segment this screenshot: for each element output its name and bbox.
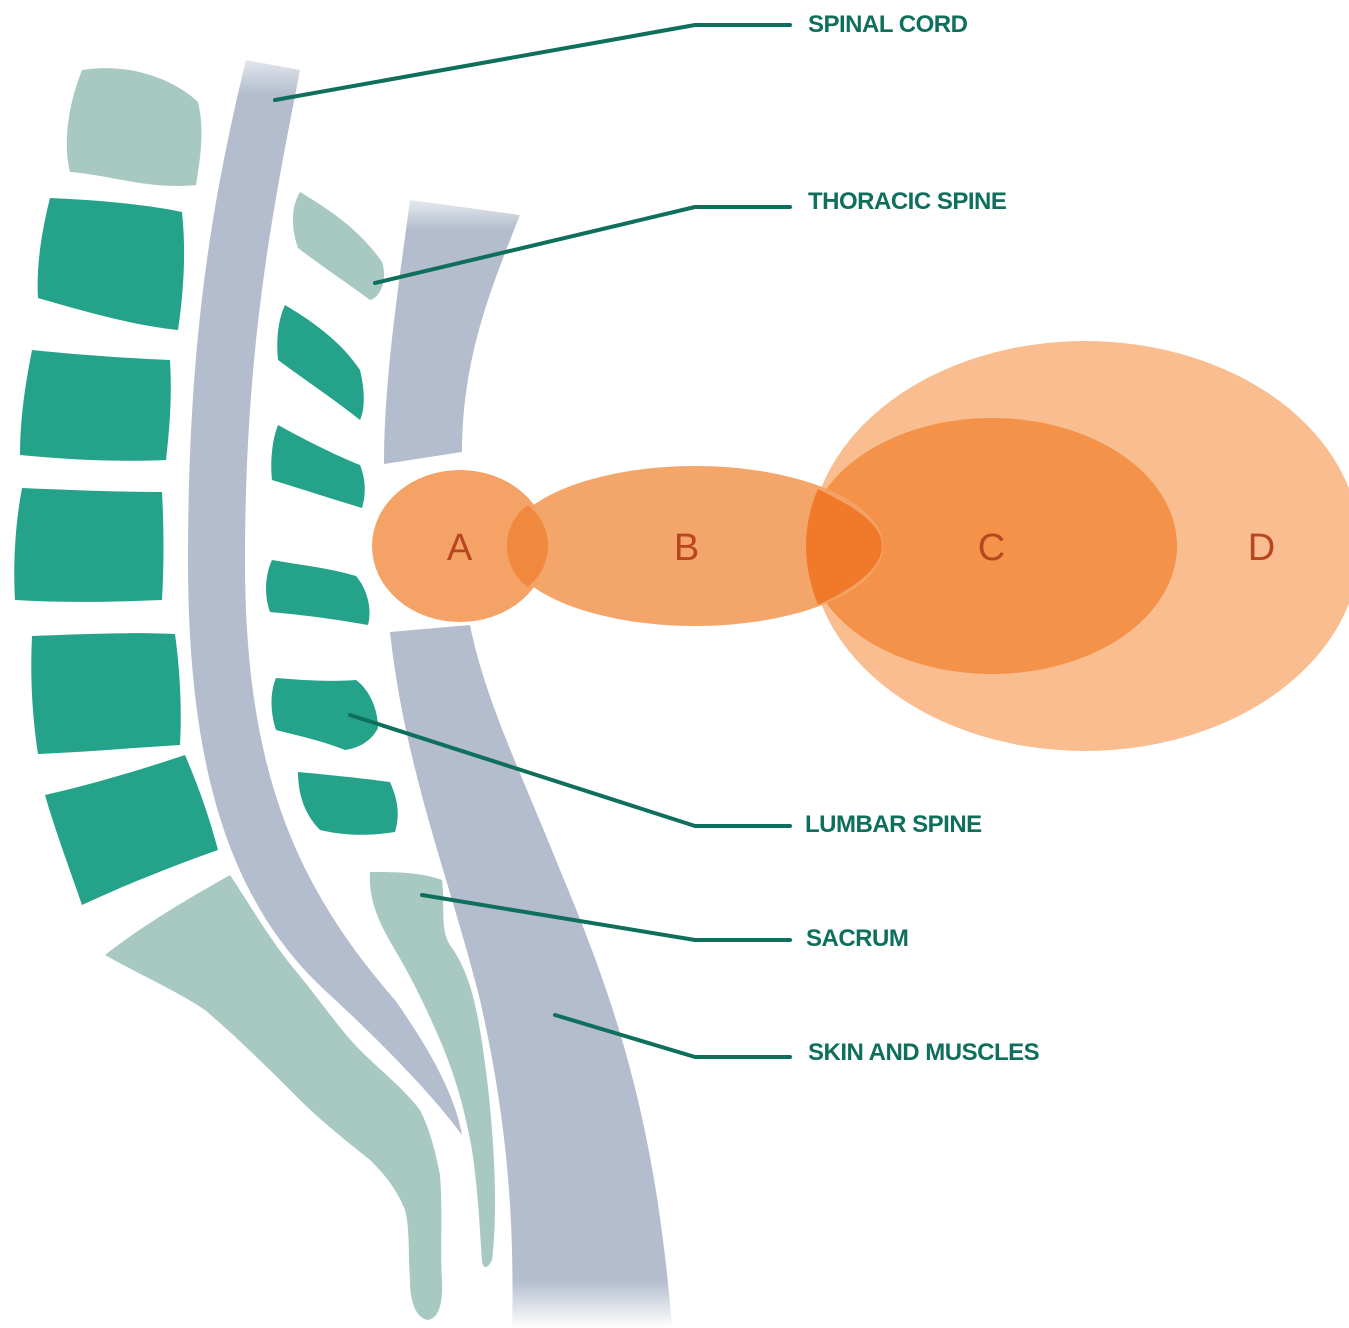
sacrum-label: SACRUM <box>806 925 908 952</box>
process-2 <box>277 305 363 420</box>
zone-c-label: C <box>978 527 1006 569</box>
zone-d-label: D <box>1248 527 1276 569</box>
vertebra-body-3 <box>20 350 171 461</box>
lumbar-spine-label: LUMBAR SPINE <box>805 811 982 838</box>
spinal-cord-label: SPINAL CORD <box>808 11 968 38</box>
process-3 <box>271 425 365 508</box>
lumbar-process-shape <box>272 678 379 750</box>
vertebra-body-2 <box>38 198 184 330</box>
zone-b-label: B <box>674 527 700 569</box>
spinal-cord-leader-line <box>275 25 790 100</box>
process-4 <box>266 560 369 625</box>
zone-a-label: A <box>447 527 473 569</box>
vertebra-body-6 <box>45 755 218 905</box>
vertebra-body-4 <box>14 488 163 602</box>
process-6 <box>298 772 398 835</box>
skin-and-muscles-label: SKIN AND MUSCLES <box>808 1039 1040 1066</box>
skin-muscle-upper-shape <box>384 200 520 464</box>
thoracic-spine-label: THORACIC SPINE <box>808 188 1007 215</box>
vertebra-body-5 <box>31 633 181 754</box>
thoracic-process-shape <box>293 192 384 300</box>
